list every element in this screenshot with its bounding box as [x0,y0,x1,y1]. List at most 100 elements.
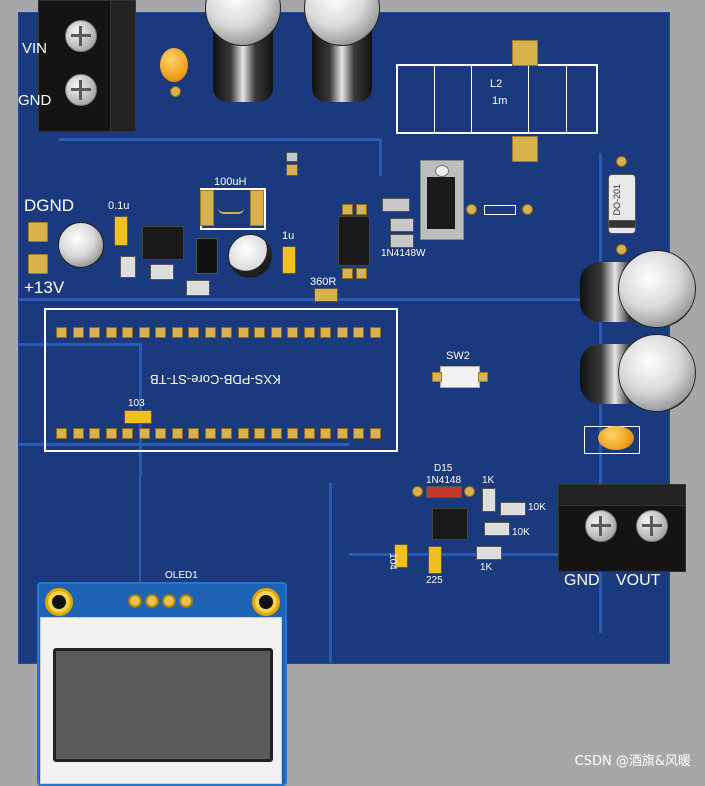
pin [356,268,367,279]
label-l2: L2 [490,78,503,90]
diode-d15 [426,486,462,498]
label-vout: VOUT [616,572,661,589]
header-pin [155,428,166,439]
resistor-360r [314,288,338,302]
pad [616,156,627,167]
inductor-coil-icon [218,200,244,214]
mounting-hole [45,588,73,616]
header-pin [353,428,364,439]
header-pin [72,327,84,338]
pad [478,372,488,382]
header-pin [204,327,216,338]
header-pin [56,327,67,338]
trace [139,463,141,593]
label-l2-value: 1m [492,95,508,107]
header-pin [369,428,381,439]
mounting-hole [252,588,280,616]
pad [522,204,533,215]
label-225: 225 [426,575,443,586]
inductor-pad [512,40,538,66]
diode [390,218,414,232]
pad [28,254,48,274]
header-pin [336,327,348,338]
label-module-name: KXS-PDB-Core-ST-TB [150,372,281,387]
header-pin [188,428,199,439]
screw-icon [585,510,617,542]
trace [19,443,349,446]
electrolytic-capacitor-top [618,334,696,412]
header-pin [105,327,117,338]
header-pin [72,428,84,439]
header-pin [56,428,67,439]
screw-icon [65,74,97,106]
label-plus13v: +13V [24,278,65,297]
header-pin [155,327,166,338]
trace [59,138,382,176]
header-pin [204,428,216,439]
inductor-l2-outline [396,64,598,134]
inductor-pad [512,136,538,162]
electrolytic-capacitor-small [228,234,272,278]
header-pin [270,428,282,439]
header-pin [287,327,298,338]
pad [616,244,627,255]
inductor-pad [200,190,214,226]
pin [342,204,353,215]
screw-icon [636,510,668,542]
button-sw2[interactable] [440,366,480,388]
pad [464,486,475,497]
label-vin: VIN [22,40,48,57]
oled-pin [128,594,142,608]
oled-pin [145,594,159,608]
label-sw2: SW2 [446,350,470,362]
diode [390,234,414,248]
resistor [120,256,136,278]
smd-component [286,152,298,162]
header-pin [320,428,331,439]
header-pin [270,327,282,338]
pad [170,86,181,97]
ic-chip [142,226,184,260]
label-do201: DO-201 [612,184,622,216]
label-10k-b: 10K [512,527,530,538]
header-pin [171,327,183,338]
oled-pin [162,594,176,608]
resistor [186,280,210,296]
label-d15-part: 1N4148 [426,475,462,486]
header-pin [287,428,298,439]
label-100uh: 100uH [214,176,247,188]
header-pin [188,327,199,338]
label-gnd-bottom: GND [564,572,600,589]
terminal-side [110,0,136,132]
header-pin [221,428,232,439]
resistor-1k [482,488,496,512]
label-1k-bottom: 1K [480,562,493,573]
header-pin [336,428,348,439]
voltage-regulator [420,160,464,240]
resistor [150,264,174,280]
label-gnd-top: GND [18,92,52,109]
label-1u: 1u [282,230,295,242]
header-pin [89,428,100,439]
electrolytic-capacitor-small [58,222,104,268]
header-pin [122,428,133,439]
pad [28,222,48,242]
label-10k-a: 10K [528,502,546,513]
header-pin [171,428,183,439]
header-pin [122,327,133,338]
oled-screen [53,648,273,762]
label-dgnd: DGND [24,196,75,215]
header-pin [303,428,315,439]
ic-chip [338,216,370,266]
pin [356,204,367,215]
screw-icon [65,20,97,52]
pad [466,204,477,215]
header-pin [320,327,331,338]
resistor-through-hole [484,205,516,215]
diode-band [608,220,636,228]
terminal-side [558,484,686,506]
label-0-1u: 0.1u [108,200,130,212]
ic-chip [432,508,468,540]
header-pin [369,327,381,338]
smd-component [286,164,298,176]
